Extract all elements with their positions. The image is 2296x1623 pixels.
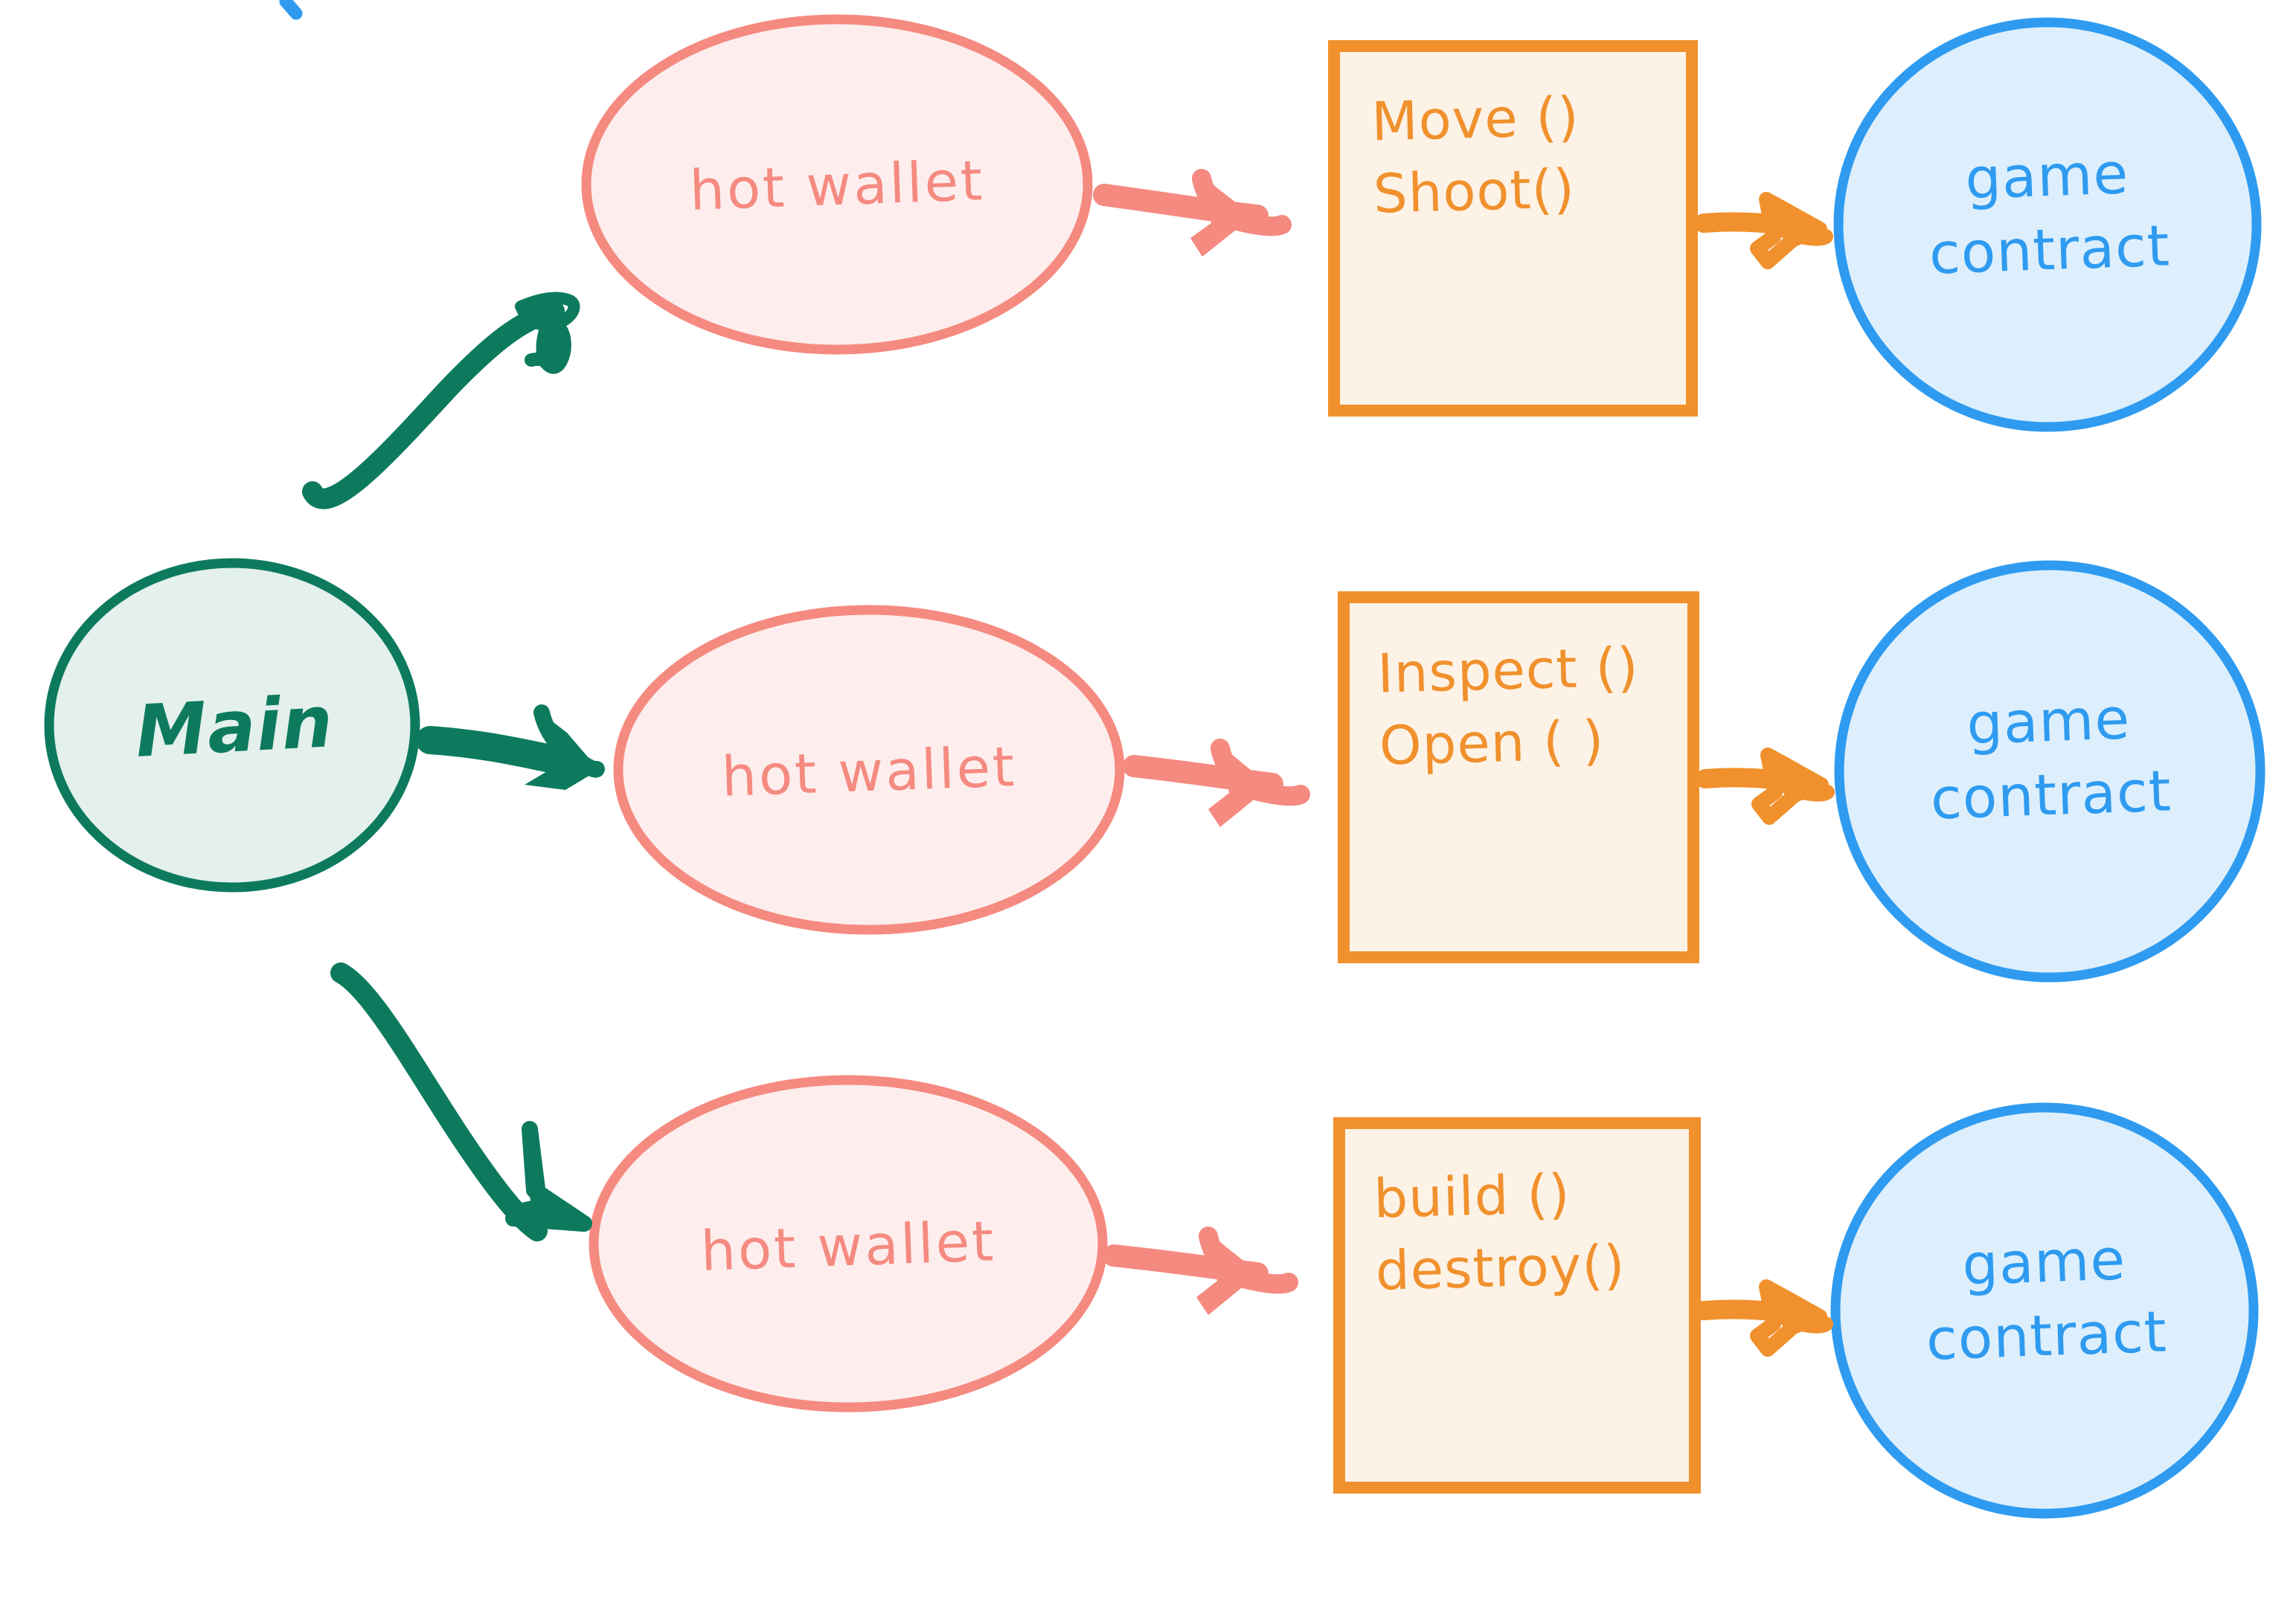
node-hot-wallet-2[interactable] [613, 605, 1125, 935]
node-game-contract-3[interactable] [1830, 1102, 2259, 1519]
edge-box-1-to-contract-1 [1694, 192, 1833, 269]
edge-wallet-2-to-box-2 [1123, 739, 1310, 827]
edge-main-to-wallet-1 [302, 292, 580, 510]
stray-pen-mark [279, 0, 303, 20]
node-method-box-1[interactable] [1328, 40, 1698, 417]
edge-main-to-wallet-2 [416, 704, 605, 790]
edge-main-to-wallet-3 [330, 962, 592, 1241]
node-game-contract-2[interactable] [1834, 560, 2265, 983]
edge-wallet-3-to-box-3 [1103, 1227, 1298, 1315]
edge-box-2-to-contract-2 [1696, 748, 1835, 825]
node-method-box-2[interactable] [1338, 591, 1699, 963]
node-main[interactable] [44, 558, 420, 893]
edge-wallet-1-to-box-1 [1093, 169, 1292, 257]
node-game-contract-1[interactable] [1833, 17, 2262, 432]
node-hot-wallet-1[interactable] [581, 14, 1093, 355]
node-method-box-3[interactable] [1333, 1117, 1701, 1494]
edge-box-3-to-contract-3 [1694, 1279, 1833, 1357]
node-hot-wallet-3[interactable] [589, 1075, 1108, 1413]
